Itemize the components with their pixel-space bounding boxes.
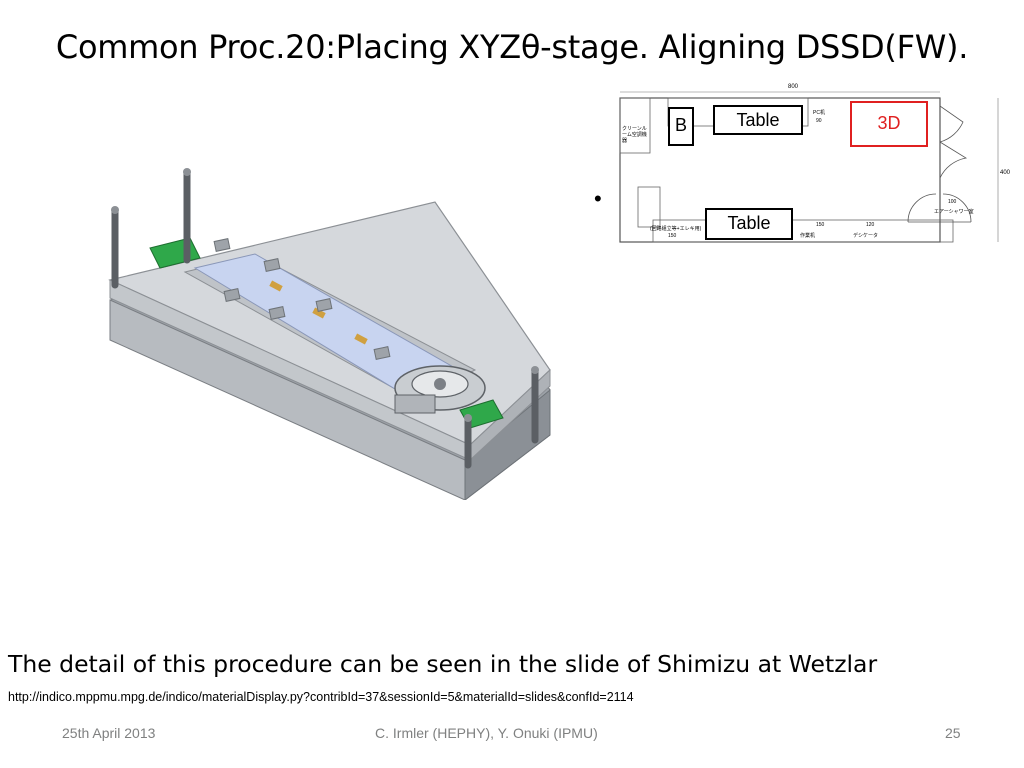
small-label-pc: PC机 xyxy=(813,110,825,116)
dim-150-b: 150 xyxy=(816,222,825,228)
dim-400: 400 xyxy=(1000,170,1011,176)
box-table-bottom: Table xyxy=(705,208,793,240)
slide-title: Common Proc.20:Placing XYZθ-stage. Align… xyxy=(55,28,969,66)
xyz-stage-image xyxy=(108,168,551,500)
dim-150-a: 150 xyxy=(668,233,677,239)
dim-90: 90 xyxy=(816,118,822,124)
footer-date: 25th April 2013 xyxy=(62,725,156,741)
box-3d: 3D xyxy=(850,101,928,147)
bullet-point: • xyxy=(594,186,602,211)
dim-100: 100 xyxy=(948,199,957,205)
box-b: B xyxy=(668,107,694,146)
small-label-desiccator: デシケータ xyxy=(853,233,879,239)
small-label-airshower: エアーシャワー室 xyxy=(934,209,974,215)
dim-800: 800 xyxy=(788,84,799,90)
page-number: 25 xyxy=(945,725,961,741)
small-label-clean: クリーンルーム空調機器 xyxy=(622,126,647,144)
detail-text: The detail of this procedure can be seen… xyxy=(8,650,878,678)
box-table-top: Table xyxy=(713,105,803,135)
room-floorplan: 800 400 90 150 150 120 100 PC机 クリーンルーム空調… xyxy=(598,82,1011,250)
reference-link[interactable]: http://indico.mppmu.mpg.de/indico/materi… xyxy=(8,690,634,704)
dim-120: 120 xyxy=(866,222,875,228)
small-label-work: 作業机 xyxy=(800,233,816,239)
footer-authors: C. Irmler (HEPHY), Y. Onuki (IPMU) xyxy=(375,725,598,741)
small-label-bench: (回路組立等+エレキ用) xyxy=(650,226,702,232)
